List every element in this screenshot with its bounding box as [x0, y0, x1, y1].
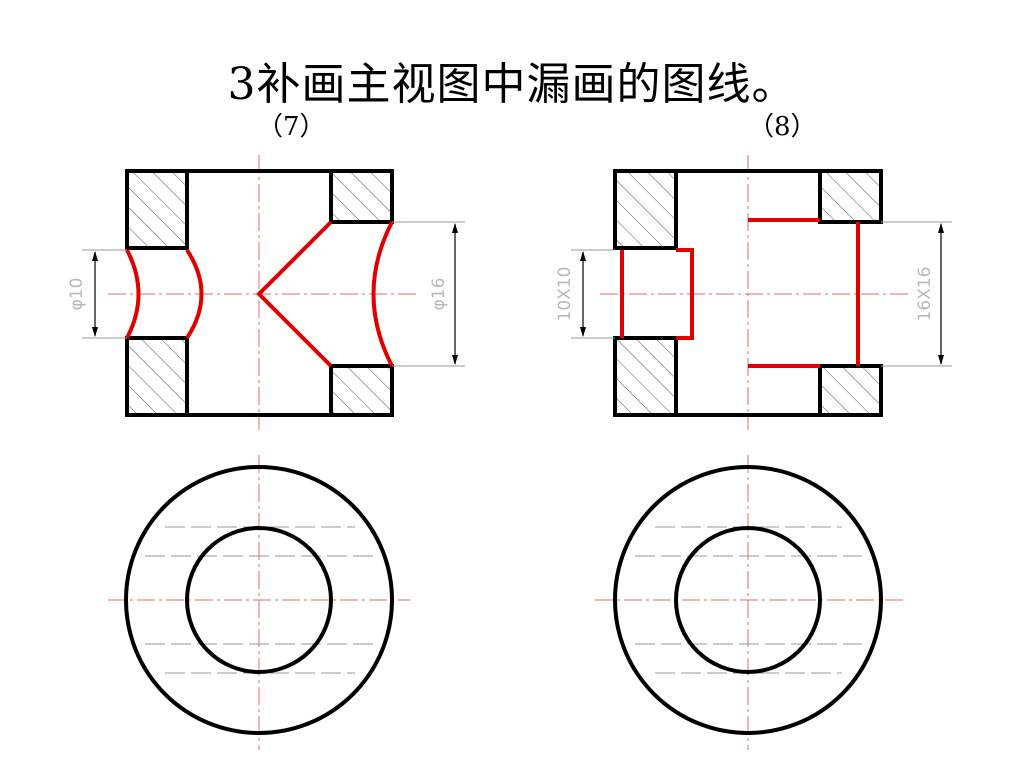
- outer-circle: [124, 465, 394, 735]
- dimension-label-right: 16X16: [915, 267, 935, 322]
- hatched-section: [329, 364, 394, 417]
- added-curve-hole: [185, 248, 204, 340]
- inner-circle: [674, 526, 822, 674]
- hatched-section: [125, 169, 189, 250]
- added-cone-lines: [256, 220, 333, 368]
- problem-7-label: （7）: [257, 112, 326, 142]
- dimension-label-left: 10X10: [555, 267, 575, 322]
- page-title: 3补画主视图中漏画的图线。: [227, 59, 797, 110]
- problem-8-front-view: 10X10 16X16: [555, 155, 952, 430]
- problem-7-front-view: φ10 φ16: [67, 155, 465, 430]
- problem-8-label: （8）: [748, 112, 817, 142]
- hatched-section: [818, 169, 883, 224]
- hatched-section: [329, 169, 394, 224]
- hatched-section: [613, 169, 678, 250]
- dimension-label-left: φ10: [67, 278, 87, 311]
- outer-circle: [613, 465, 883, 735]
- problem-8-top-view: [595, 455, 905, 750]
- hatched-section: [818, 364, 883, 417]
- inner-circle: [185, 526, 333, 674]
- hatched-section: [613, 336, 678, 417]
- added-square-hole: [676, 248, 694, 340]
- added-curve-left: [125, 249, 141, 339]
- hatched-section: [125, 336, 189, 417]
- dimension-label-right: φ16: [429, 278, 449, 311]
- added-curve-right: [371, 221, 394, 367]
- problem-7-top-view: [108, 455, 410, 750]
